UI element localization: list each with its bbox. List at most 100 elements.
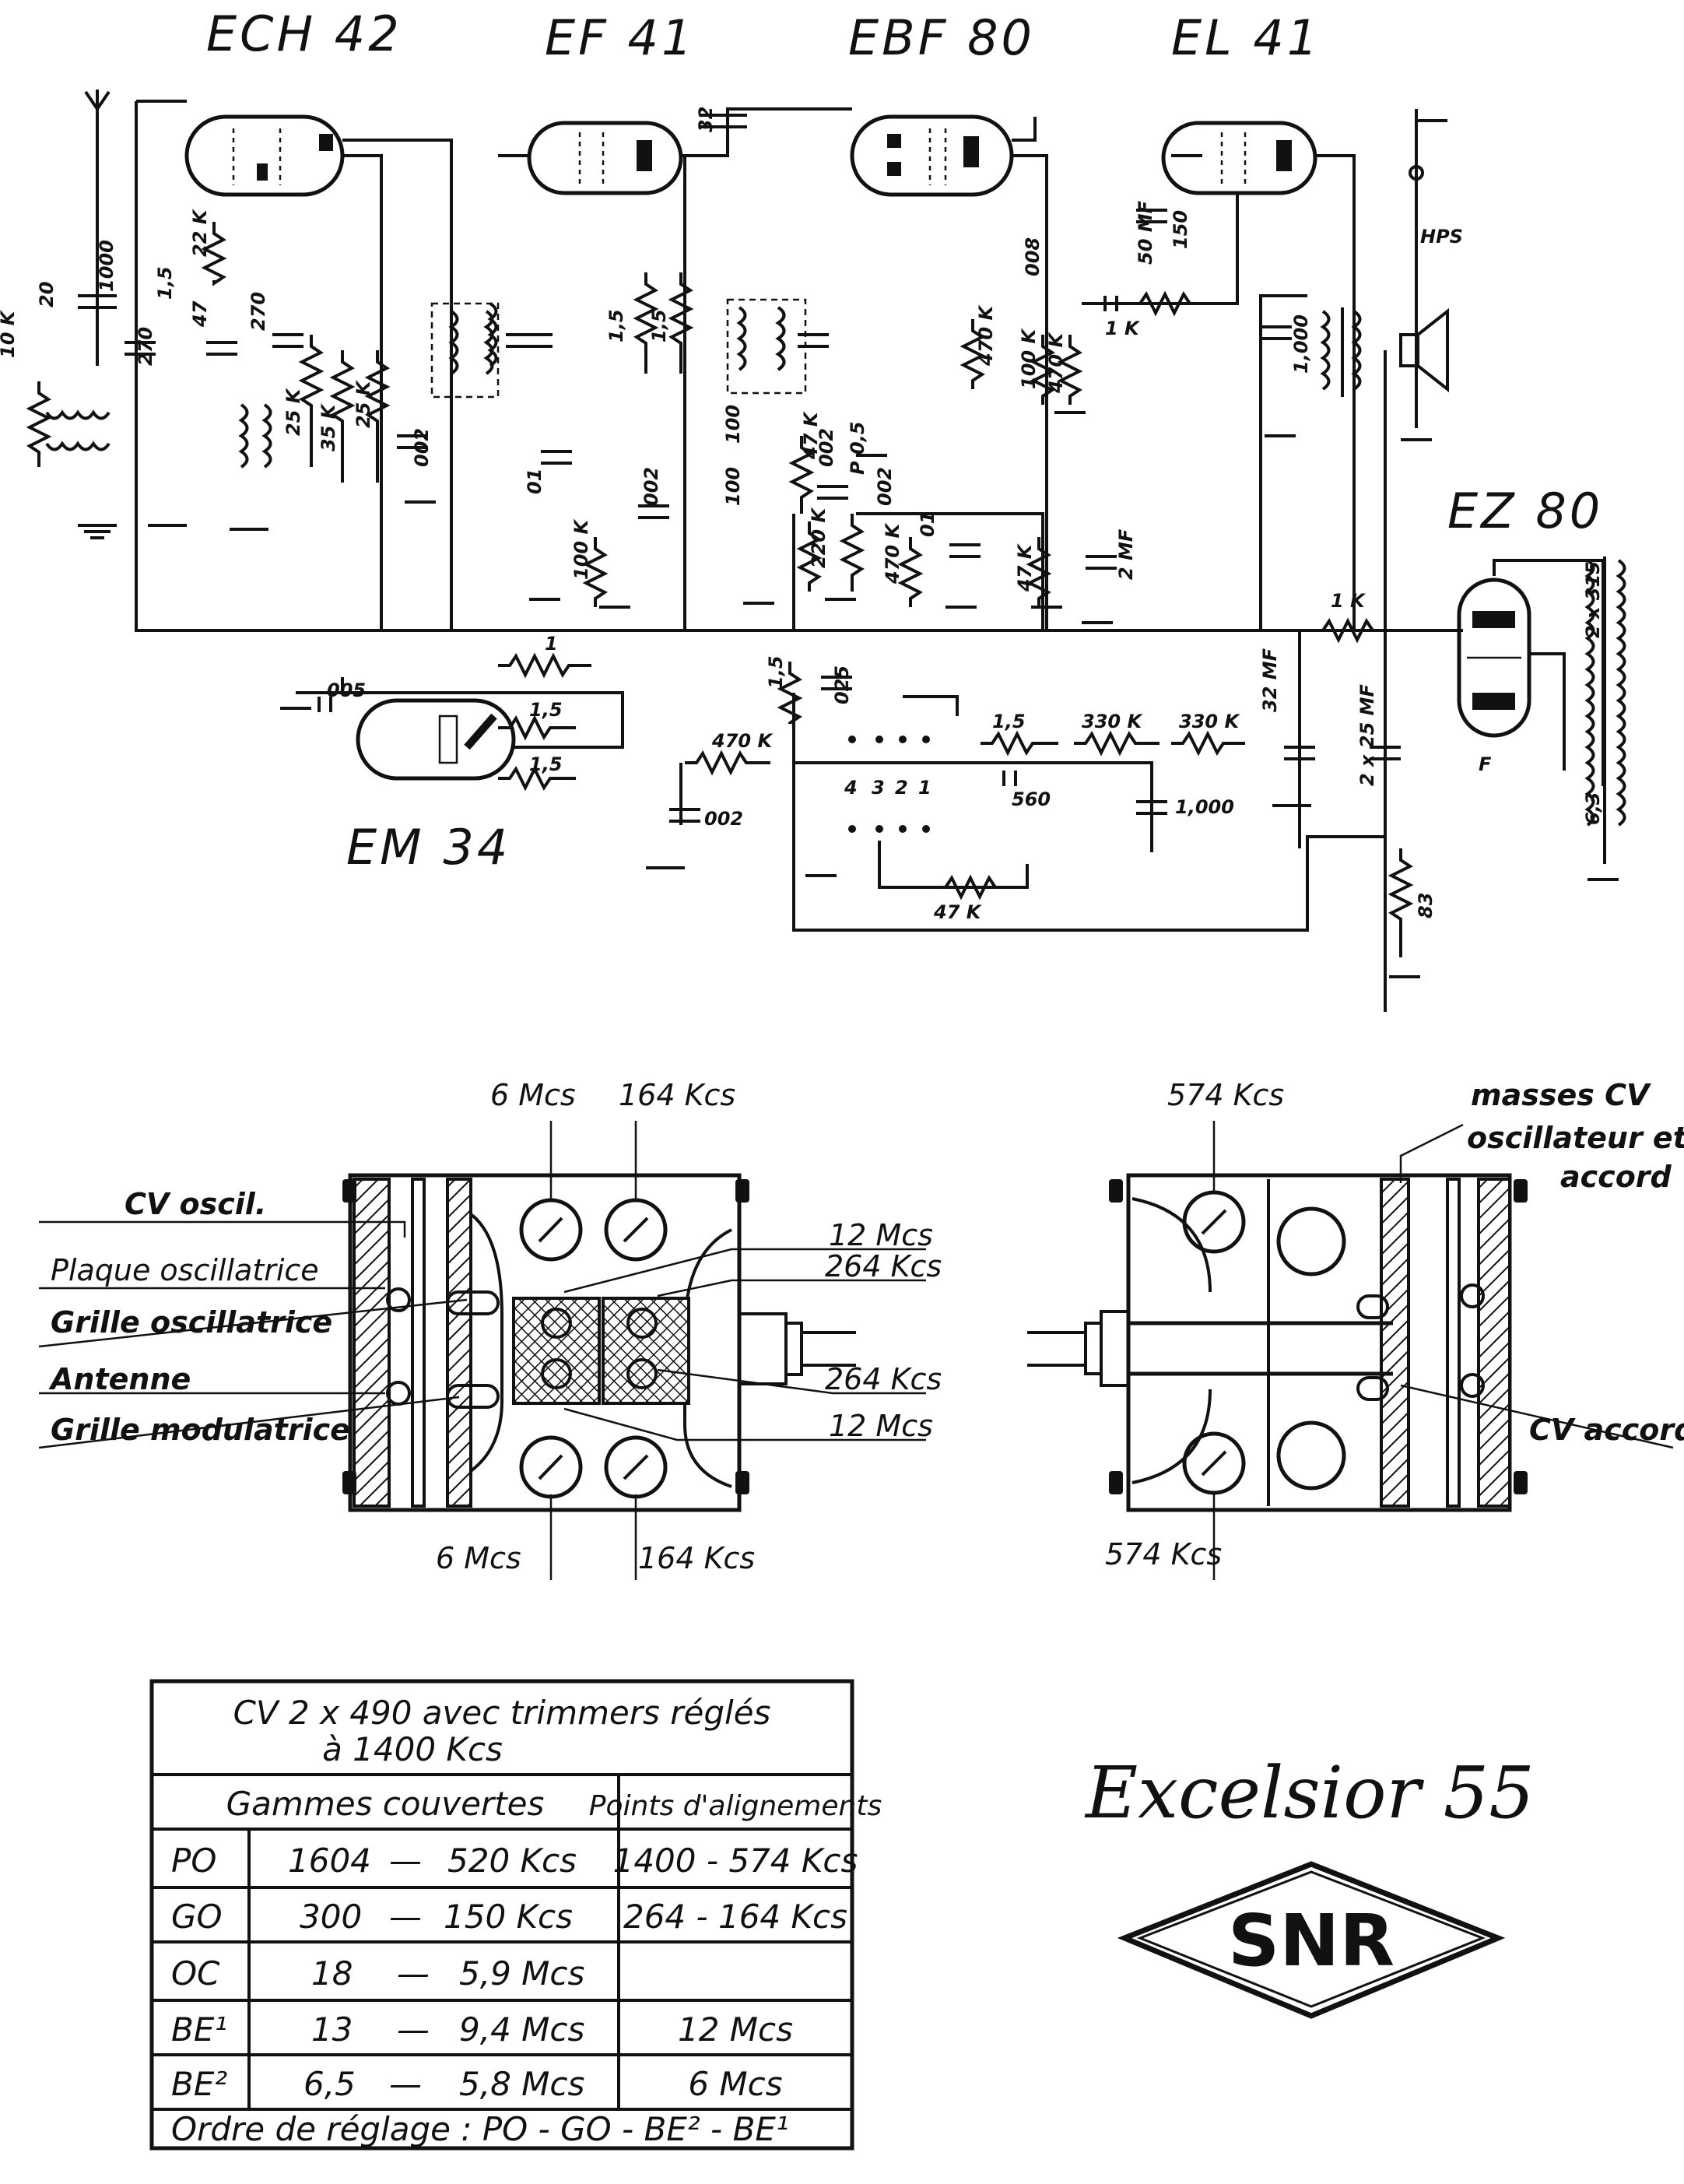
- component-values: 10 K 20 1000 1,5 22 K 47 270 270 25 K 35…: [0, 107, 1604, 923]
- value-label: 100 K: [570, 518, 592, 580]
- tube-em34: [356, 698, 516, 781]
- label-antenne: Antenne: [48, 1362, 191, 1396]
- value-label: 47 K: [800, 410, 822, 460]
- label-plaque-oscillatrice: Plaque oscillatrice: [51, 1253, 319, 1287]
- ground-icons: [78, 119, 1619, 978]
- cv-right-bottom-label: 574 Kcs: [1105, 1537, 1222, 1571]
- table-cell-from: 13: [311, 2010, 353, 2049]
- snr-logo: SNR: [1117, 1861, 1506, 2019]
- value-label: F: [1479, 753, 1492, 775]
- cv-left-top-label-2: 164 Kcs: [619, 1078, 735, 1112]
- cv-left-drawing: 6 Mcs 164 Kcs 6 Mcs 164 Kcs 12 Mcs 264 K…: [38, 1078, 942, 1580]
- table-cell-to: 9,4 Mcs: [459, 2010, 584, 2049]
- table-cell-to: 520 Kcs: [447, 1842, 577, 1880]
- cv-left-right-label-3: 264 Kcs: [825, 1362, 942, 1396]
- value-label: 1000: [96, 240, 118, 292]
- value-label: 1,000: [1175, 796, 1234, 818]
- value-label: 025: [831, 665, 853, 704]
- value-label: 330 K: [1179, 711, 1240, 732]
- cv-left-bottom-label-2: 164 Kcs: [638, 1541, 755, 1575]
- table-cell-to: 5,8 Mcs: [459, 2065, 584, 2103]
- value-label: 25 K: [353, 379, 374, 428]
- cv-left-right-label-2: 264 Kcs: [825, 1249, 942, 1283]
- table-cell-band: BE²: [171, 2065, 227, 2103]
- value-label: 01: [524, 469, 546, 494]
- resistors: [26, 222, 1414, 957]
- value-label: 270: [135, 327, 156, 366]
- value-label: P 0,5: [847, 422, 868, 475]
- value-label: 47 K: [1014, 542, 1036, 592]
- alignment-table: CV 2 x 490 avec trimmers réglés à 1400 K…: [149, 1679, 882, 2151]
- value-label: 002: [704, 808, 743, 830]
- value-label: 330 K: [1082, 711, 1143, 732]
- tube-label-el41: EL 41: [1171, 9, 1321, 66]
- table-title-line2: à 1400 Kcs: [322, 1730, 503, 1768]
- antenna-icon: [84, 90, 111, 366]
- value-label: 150: [1170, 210, 1191, 249]
- table-cell-to: 150 Kcs: [444, 1898, 573, 1936]
- value-label: 1,5: [529, 753, 563, 775]
- table-cell-points: 12 Mcs: [678, 2010, 793, 2049]
- capacitors: [78, 114, 1401, 823]
- table-cell-from: 18: [311, 1954, 353, 1993]
- value-label: 3: [872, 777, 885, 799]
- value-label: 32 MF: [1259, 648, 1281, 712]
- value-label: 1,000: [1290, 314, 1312, 374]
- table-cell-dash: —: [389, 1842, 422, 1880]
- table-cell-points: 6 Mcs: [688, 2065, 782, 2103]
- value-label: 32: [695, 107, 717, 132]
- value-label: 4: [844, 777, 858, 799]
- table-cell-band: GO: [171, 1898, 223, 1936]
- value-label: 1 K: [1105, 318, 1141, 339]
- table-cell-dash: —: [389, 2065, 422, 2103]
- brand-title: Excelsior 55: [1084, 1751, 1535, 1835]
- value-label: 100 K: [1018, 328, 1040, 389]
- value-label: 1,5: [529, 699, 563, 721]
- table-row: OC 18 — 5,9 Mcs: [171, 1954, 584, 1993]
- value-label: 1,5: [154, 266, 176, 300]
- value-label: 2 MF: [1115, 528, 1137, 580]
- brand: Excelsior 55 SNR: [1084, 1751, 1535, 2019]
- value-label: 6,3: [1582, 792, 1604, 825]
- table-cell-dash: —: [397, 2010, 430, 2049]
- value-label: 10 K: [0, 309, 19, 358]
- table-header-ranges: Gammes couvertes: [226, 1785, 545, 1823]
- table-row: BE² 6,5 — 5,8 Mcs 6 Mcs: [171, 2065, 783, 2103]
- table-cell-points: 1400 - 574 Kcs: [613, 1842, 858, 1880]
- tube-label-ez80: EZ 80: [1447, 483, 1603, 539]
- table-row: BE¹ 13 — 9,4 Mcs 12 Mcs: [171, 2010, 793, 2049]
- tube-ef41: [527, 121, 683, 195]
- value-label: 2 x 315: [1582, 561, 1604, 638]
- value-label: 1: [918, 777, 931, 799]
- value-label: 35 K: [318, 402, 339, 451]
- cv-left-right-label-4: 12 Mcs: [829, 1409, 933, 1443]
- tube-label-ebf80: EBF 80: [848, 9, 1035, 66]
- value-label: 002: [640, 467, 662, 506]
- table-cell-band: OC: [171, 1954, 220, 1993]
- value-label: 1,5: [992, 711, 1026, 732]
- value-label: 47: [189, 300, 211, 328]
- value-label: 1: [545, 633, 558, 655]
- value-label: 100: [722, 467, 744, 506]
- value-label: HPS: [1420, 226, 1463, 248]
- table-header-points: Points d'alignements: [589, 1790, 882, 1822]
- wiring: [135, 100, 1605, 1012]
- coils: [45, 298, 1626, 864]
- value-label: 560: [1012, 788, 1051, 810]
- label-oscillateur-et: oscillateur et: [1467, 1121, 1684, 1155]
- value-label: 008: [1022, 237, 1044, 276]
- label-masses-cv: masses CV: [1471, 1078, 1651, 1112]
- value-label: 2: [895, 777, 908, 799]
- snr-logo-text: SNR: [1228, 1899, 1395, 1982]
- value-label: 470 K: [711, 730, 774, 752]
- value-label: 470 K: [1045, 332, 1067, 394]
- cv-right-top-label: 574 Kcs: [1167, 1078, 1284, 1112]
- value-label: 002: [816, 428, 837, 467]
- value-label: 002: [874, 467, 896, 506]
- table-cell-from: 300: [300, 1898, 362, 1936]
- label-grille-oscillatrice: Grille oscillatrice: [51, 1305, 332, 1340]
- value-label: 83: [1415, 893, 1437, 918]
- speaker-icon: [1399, 165, 1449, 393]
- label-grille-modulatrice: Grille modulatrice: [51, 1413, 350, 1447]
